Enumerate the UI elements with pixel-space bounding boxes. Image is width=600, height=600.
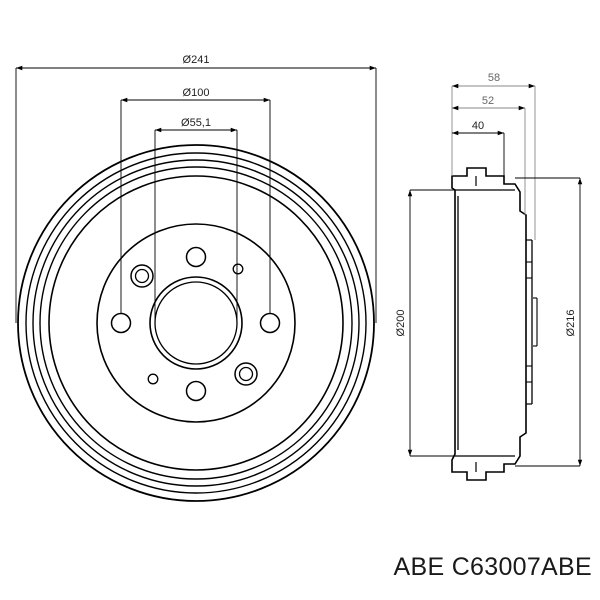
- centering-hole-upper-left-outer: [130, 264, 154, 288]
- label-outer-ring-diameter: Ø216: [565, 310, 577, 337]
- centering-hole-lower-right-outer: [234, 362, 258, 386]
- screw-hole-upper-right: [232, 263, 244, 275]
- drum-outer-ring: [17, 144, 375, 502]
- label-overall-height: 58: [488, 72, 500, 84]
- drum-ring-2: [25, 152, 367, 494]
- label-bolt-circle-diameter: Ø100: [183, 87, 210, 99]
- product-caption: ABE C63007ABE: [330, 553, 592, 582]
- hub-outer-ring: [96, 223, 296, 423]
- label-inner-height: 40: [472, 120, 484, 132]
- centering-hole-lower-right-inner: [238, 366, 254, 382]
- label-outer-diameter: Ø241: [183, 54, 210, 66]
- front-dimensions: [15, 65, 377, 323]
- side-dimensions: [407, 83, 583, 467]
- brand-name: ABE: [393, 553, 445, 581]
- drum-ring-4: [39, 166, 353, 480]
- bolt-hole-bottom: [185, 380, 207, 402]
- bolt-hole-left: [110, 312, 132, 334]
- drum-ring-5: [48, 175, 344, 471]
- side-view: [451, 167, 538, 481]
- center-bore-outer: [149, 276, 243, 370]
- part-number: C63007ABE: [451, 553, 592, 581]
- label-braking-diameter: Ø200: [395, 310, 407, 337]
- screw-hole-lower-left: [147, 373, 159, 385]
- front-view: [17, 144, 375, 502]
- center-bore-inner: [154, 281, 238, 365]
- drum-profile-outline: [451, 167, 527, 481]
- bolt-hole-right: [259, 312, 281, 334]
- drum-ring-3: [32, 159, 360, 487]
- bolt-hole-top: [185, 246, 207, 268]
- label-flange-height: 52: [482, 95, 494, 107]
- label-center-bore-diameter: Ø55,1: [181, 117, 211, 129]
- centering-hole-upper-left-inner: [134, 268, 150, 284]
